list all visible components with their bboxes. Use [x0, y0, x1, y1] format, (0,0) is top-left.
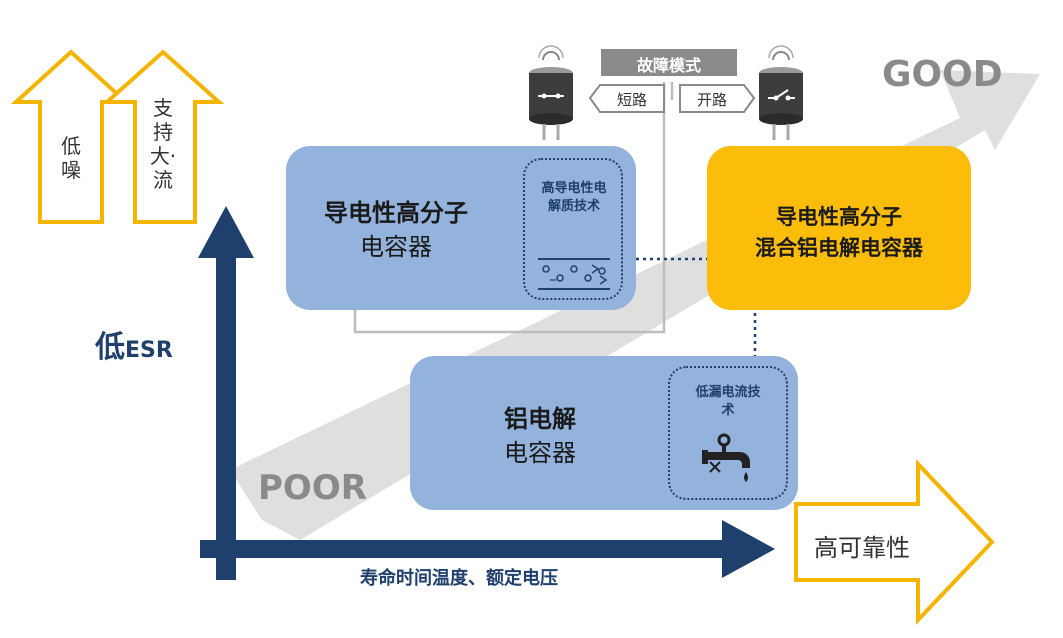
aluminum-title-line1: 铝电解 — [504, 405, 576, 433]
hybrid-title-line1: 导电性高分子 — [776, 205, 902, 229]
y-axis-label-main: 低 — [95, 330, 125, 365]
open-label-box — [679, 84, 756, 113]
poor-label: POOR — [258, 468, 367, 508]
polymer-capacitor-box — [286, 146, 636, 310]
large-current-arrow — [101, 49, 225, 224]
short-label-box — [588, 84, 665, 113]
reliability-arrow — [794, 458, 995, 626]
aluminum-tech-label: 低漏电流技术 — [695, 385, 761, 418]
x-axis — [200, 540, 730, 558]
hybrid-title-line2: 混合铝电解电容器 — [755, 236, 923, 260]
y-axis-label-sub: ESR — [125, 338, 173, 363]
low-noise-label: 低噪 — [61, 134, 81, 182]
polymer-tech-panel — [523, 158, 623, 300]
y-axis-label: 低ESR — [95, 322, 173, 366]
capacitor-open-icon — [759, 45, 803, 140]
capacitor-short-icon — [529, 45, 573, 140]
short-label: 短路 — [616, 91, 647, 109]
low-noise-arrow — [10, 49, 132, 224]
open-label: 开路 — [696, 91, 727, 109]
electrolyte-icon — [538, 258, 610, 290]
faucet-icon — [702, 433, 750, 482]
polymer-title-line2: 电容器 — [360, 233, 432, 261]
polymer-tech-label: 高导电性电解质技术 — [541, 181, 607, 214]
polymer-title-line1: 导电性高分子 — [324, 199, 468, 227]
good-label: GOOD — [882, 54, 1003, 95]
y-axis-head — [198, 206, 254, 258]
large-current-label: 支持大·流 — [149, 96, 177, 192]
x-axis-head — [722, 520, 775, 578]
aluminum-title-line2: 电容器 — [504, 439, 576, 467]
fault-mode-header — [601, 49, 737, 76]
y-axis — [216, 250, 236, 580]
aluminum-tech-panel — [668, 366, 788, 500]
reliability-label: 高可靠性 — [814, 534, 910, 562]
x-axis-label: 寿命时间温度、额定电压 — [360, 568, 558, 589]
aluminum-capacitor-box — [410, 356, 798, 510]
fault-mode-title: 故障模式 — [636, 56, 701, 75]
fault-connector-line — [353, 82, 666, 334]
hybrid-capacitor-box — [707, 146, 971, 310]
